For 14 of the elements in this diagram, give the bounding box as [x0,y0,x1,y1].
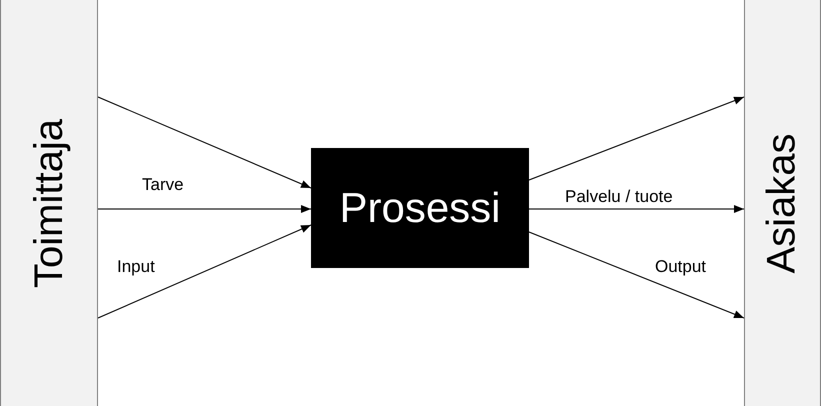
edge-label: Output [655,258,706,277]
arrow [98,96,312,188]
process-label: Prosessi [339,184,501,232]
actor-bar [0,0,98,406]
arrow [98,224,312,318]
actor-label: Toimittaja [26,118,72,288]
actor-bar [744,0,821,406]
arrow [528,205,744,213]
edge-label: Input [117,258,155,277]
arrow [98,205,312,213]
arrow [528,232,744,318]
arrow [528,96,744,180]
actor-label: Asiakas [760,132,805,274]
process-box [311,148,529,268]
